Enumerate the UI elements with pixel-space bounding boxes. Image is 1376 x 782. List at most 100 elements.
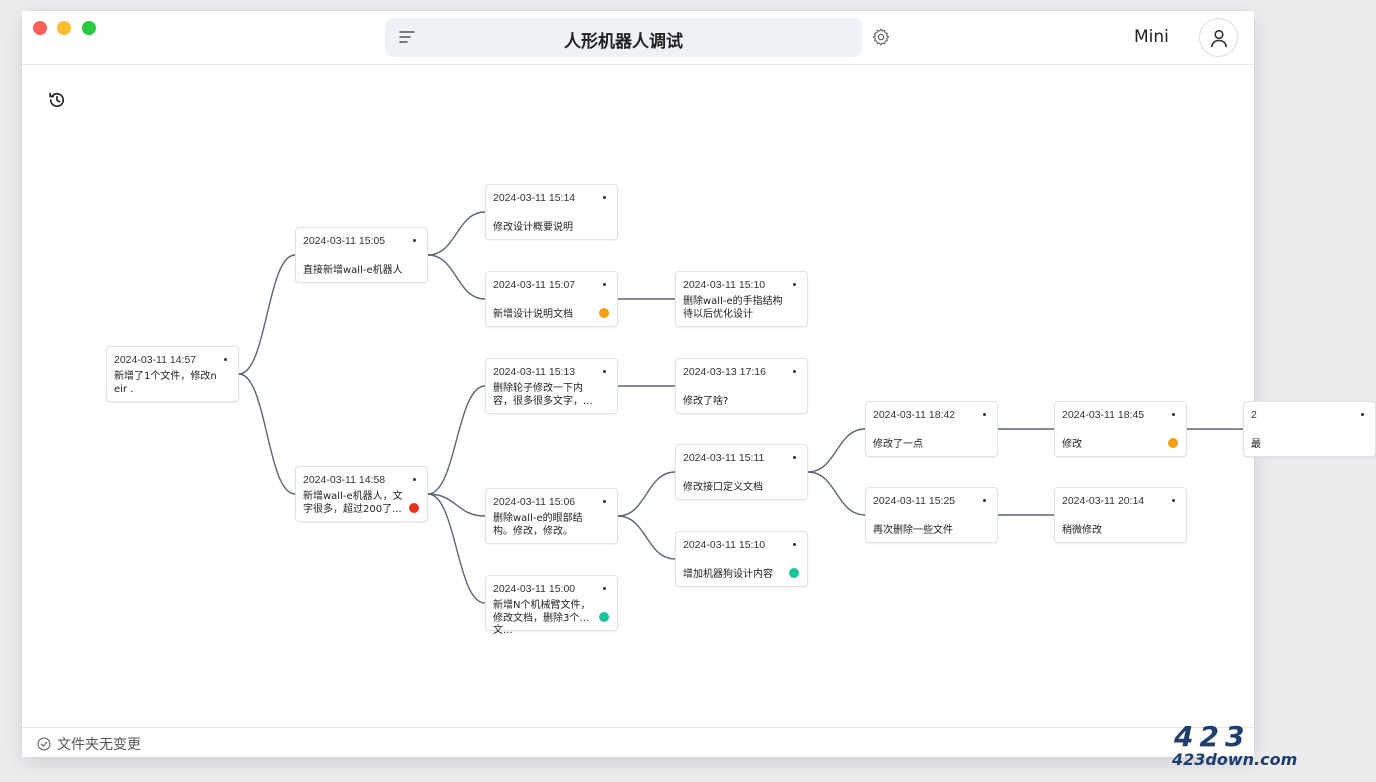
- commit-menu-icon[interactable]: [224, 358, 227, 361]
- commit-menu-icon[interactable]: [793, 283, 796, 286]
- commit-menu-icon[interactable]: [1172, 413, 1175, 416]
- close-window-button[interactable]: [33, 21, 47, 35]
- commit-time: 2024-03-11 15:10: [683, 539, 766, 551]
- commit-message: 新增了1个文件，修改n eir .: [114, 371, 217, 395]
- commit-message: 新增设计说明文档: [493, 309, 573, 320]
- document-title-bar[interactable]: 人形机器人调试: [385, 18, 862, 57]
- commit-node[interactable]: 2024-03-11 20:14 稍微修改: [1054, 487, 1187, 543]
- commit-time: 2024-03-11 18:45: [1062, 409, 1145, 421]
- titlebar: 人形机器人调试 Mini: [22, 11, 1254, 65]
- graph-edge-n2-n4: [427, 211, 486, 256]
- commit-message: 删除wall-e的手指结构待以后优化设计: [683, 296, 783, 320]
- commit-message: 修改了啥?: [683, 396, 729, 407]
- folder-status-text: 文件夹无变更: [57, 737, 141, 753]
- zoom-window-button[interactable]: [82, 21, 96, 35]
- graph-edge-n11-n13: [807, 428, 866, 473]
- watermark-logo: 423 423down.com: [1170, 720, 1297, 772]
- commit-menu-icon[interactable]: [983, 413, 986, 416]
- commit-message: 修改设计概要说明: [493, 222, 573, 233]
- commit-status-dot: [409, 503, 419, 513]
- commit-menu-icon[interactable]: [413, 239, 416, 242]
- mini-mode-button[interactable]: Mini: [1134, 27, 1169, 47]
- commit-menu-icon[interactable]: [793, 543, 796, 546]
- commit-graph-edges: [238, 211, 1243, 604]
- commit-time: 2024-03-11 15:00: [493, 583, 576, 595]
- commit-time: 2024-03-11 15:07: [493, 279, 576, 291]
- commit-menu-icon[interactable]: [603, 587, 606, 590]
- commit-menu-icon[interactable]: [603, 370, 606, 373]
- watermark-number: 423: [1174, 720, 1251, 753]
- document-title: 人形机器人调试: [564, 32, 683, 52]
- commit-node[interactable]: 2024-03-11 15:06 删除wall-e的眼部结构。修改，修改。: [485, 488, 618, 544]
- commit-message: 修改了一点: [873, 439, 923, 450]
- commit-menu-icon[interactable]: [793, 456, 796, 459]
- graph-edge-n11-n14: [807, 471, 866, 516]
- commit-node[interactable]: 2024-03-11 15:13 删除轮子修改一下内容，很多很多文字，...: [485, 358, 618, 414]
- graph-edge-n3-n6: [427, 385, 486, 495]
- commit-message: 修改: [1062, 439, 1082, 450]
- commit-menu-icon[interactable]: [413, 478, 416, 481]
- commit-node[interactable]: 2024-03-11 18:45 修改: [1054, 401, 1187, 457]
- commit-time: 2024-03-11 15:06: [493, 496, 576, 508]
- commit-menu-icon[interactable]: [1172, 499, 1175, 502]
- graph-edge-n2-n5: [427, 254, 486, 300]
- gear-icon[interactable]: [871, 27, 891, 47]
- commit-status-dot: [789, 568, 799, 578]
- commit-message: 删除轮子修改一下内容，很多很多文字，...: [493, 383, 593, 407]
- commit-node[interactable]: 2024-03-13 17:16 修改了啥?: [675, 358, 808, 414]
- graph-edge-n7-n11: [617, 471, 676, 517]
- commit-message: 增加机器狗设计内容: [683, 569, 773, 580]
- commit-node[interactable]: 2024-03-11 18:42 修改了一点: [865, 401, 998, 457]
- commit-time: 2024-03-13 17:16: [683, 366, 766, 378]
- commit-time: 2024-03-11 18:42: [873, 409, 956, 421]
- graph-edge-n3-n7: [427, 493, 486, 517]
- commit-node[interactable]: 2024-03-11 15:14 修改设计概要说明: [485, 184, 618, 240]
- history-icon[interactable]: [47, 90, 67, 110]
- commit-time: 2024-03-11 15:25: [873, 495, 956, 507]
- commit-status-dot: [1168, 438, 1178, 448]
- commit-time: 2024-03-11 20:14: [1062, 495, 1145, 507]
- graph-edge-n3-n8: [427, 493, 486, 604]
- check-circle-icon: [37, 737, 51, 751]
- status-bar: 文件夹无变更: [22, 727, 1254, 757]
- graph-edge-n1-n2: [238, 254, 296, 375]
- commit-node[interactable]: 2024-03-11 15:07 新增设计说明文档: [485, 271, 618, 327]
- commit-time: 2024-03-11 15:11: [683, 452, 765, 464]
- commit-time: 2024-03-11 15:10: [683, 279, 766, 291]
- commit-message: 再次删除一些文件: [873, 525, 953, 536]
- commit-status-dot: [599, 308, 609, 318]
- minimize-window-button[interactable]: [57, 21, 71, 35]
- commit-node[interactable]: 2024-03-11 15:10 增加机器狗设计内容: [675, 531, 808, 587]
- commit-time: 2024-03-11 14:58: [303, 474, 386, 486]
- commit-menu-icon[interactable]: [603, 500, 606, 503]
- commit-node[interactable]: 2024-03-11 15:25 再次删除一些文件: [865, 487, 998, 543]
- user-avatar-button[interactable]: [1199, 18, 1238, 57]
- commit-node[interactable]: 2024-03-11 15:05 直接新增wall-e机器人: [295, 227, 428, 283]
- user-icon: [1211, 29, 1227, 48]
- commit-menu-icon[interactable]: [603, 196, 606, 199]
- commit-time: 2024-03-11 15:05: [303, 235, 386, 247]
- commit-message: 删除wall-e的眼部结构。修改，修改。: [493, 513, 583, 537]
- commit-menu-icon[interactable]: [983, 499, 986, 502]
- watermark-site: 423down.com: [1172, 750, 1298, 769]
- commit-menu-icon[interactable]: [793, 370, 796, 373]
- commit-time: 2024-03-11 15:14: [493, 192, 576, 204]
- commit-message: 最: [1251, 439, 1261, 450]
- commit-time: 2: [1251, 409, 1257, 421]
- commit-time: 2024-03-11 15:13: [493, 366, 576, 378]
- commit-node[interactable]: 2024-03-11 14:58 新增wall-e机器人，文字很多，超过200了.…: [295, 466, 428, 522]
- commit-status-dot: [599, 612, 609, 622]
- commit-menu-icon[interactable]: [603, 283, 606, 286]
- commit-message: 稍微修改: [1062, 525, 1102, 536]
- graph-edge-n7-n12: [617, 515, 676, 560]
- commit-message: 直接新增wall-e机器人: [303, 265, 403, 276]
- commit-message: 新增wall-e机器人，文字很多，超过200了...: [303, 491, 403, 515]
- menu-icon[interactable]: [399, 30, 415, 44]
- commit-node[interactable]: 2024-03-11 15:10 删除wall-e的手指结构待以后优化设计: [675, 271, 808, 327]
- commit-menu-icon[interactable]: [1361, 413, 1364, 416]
